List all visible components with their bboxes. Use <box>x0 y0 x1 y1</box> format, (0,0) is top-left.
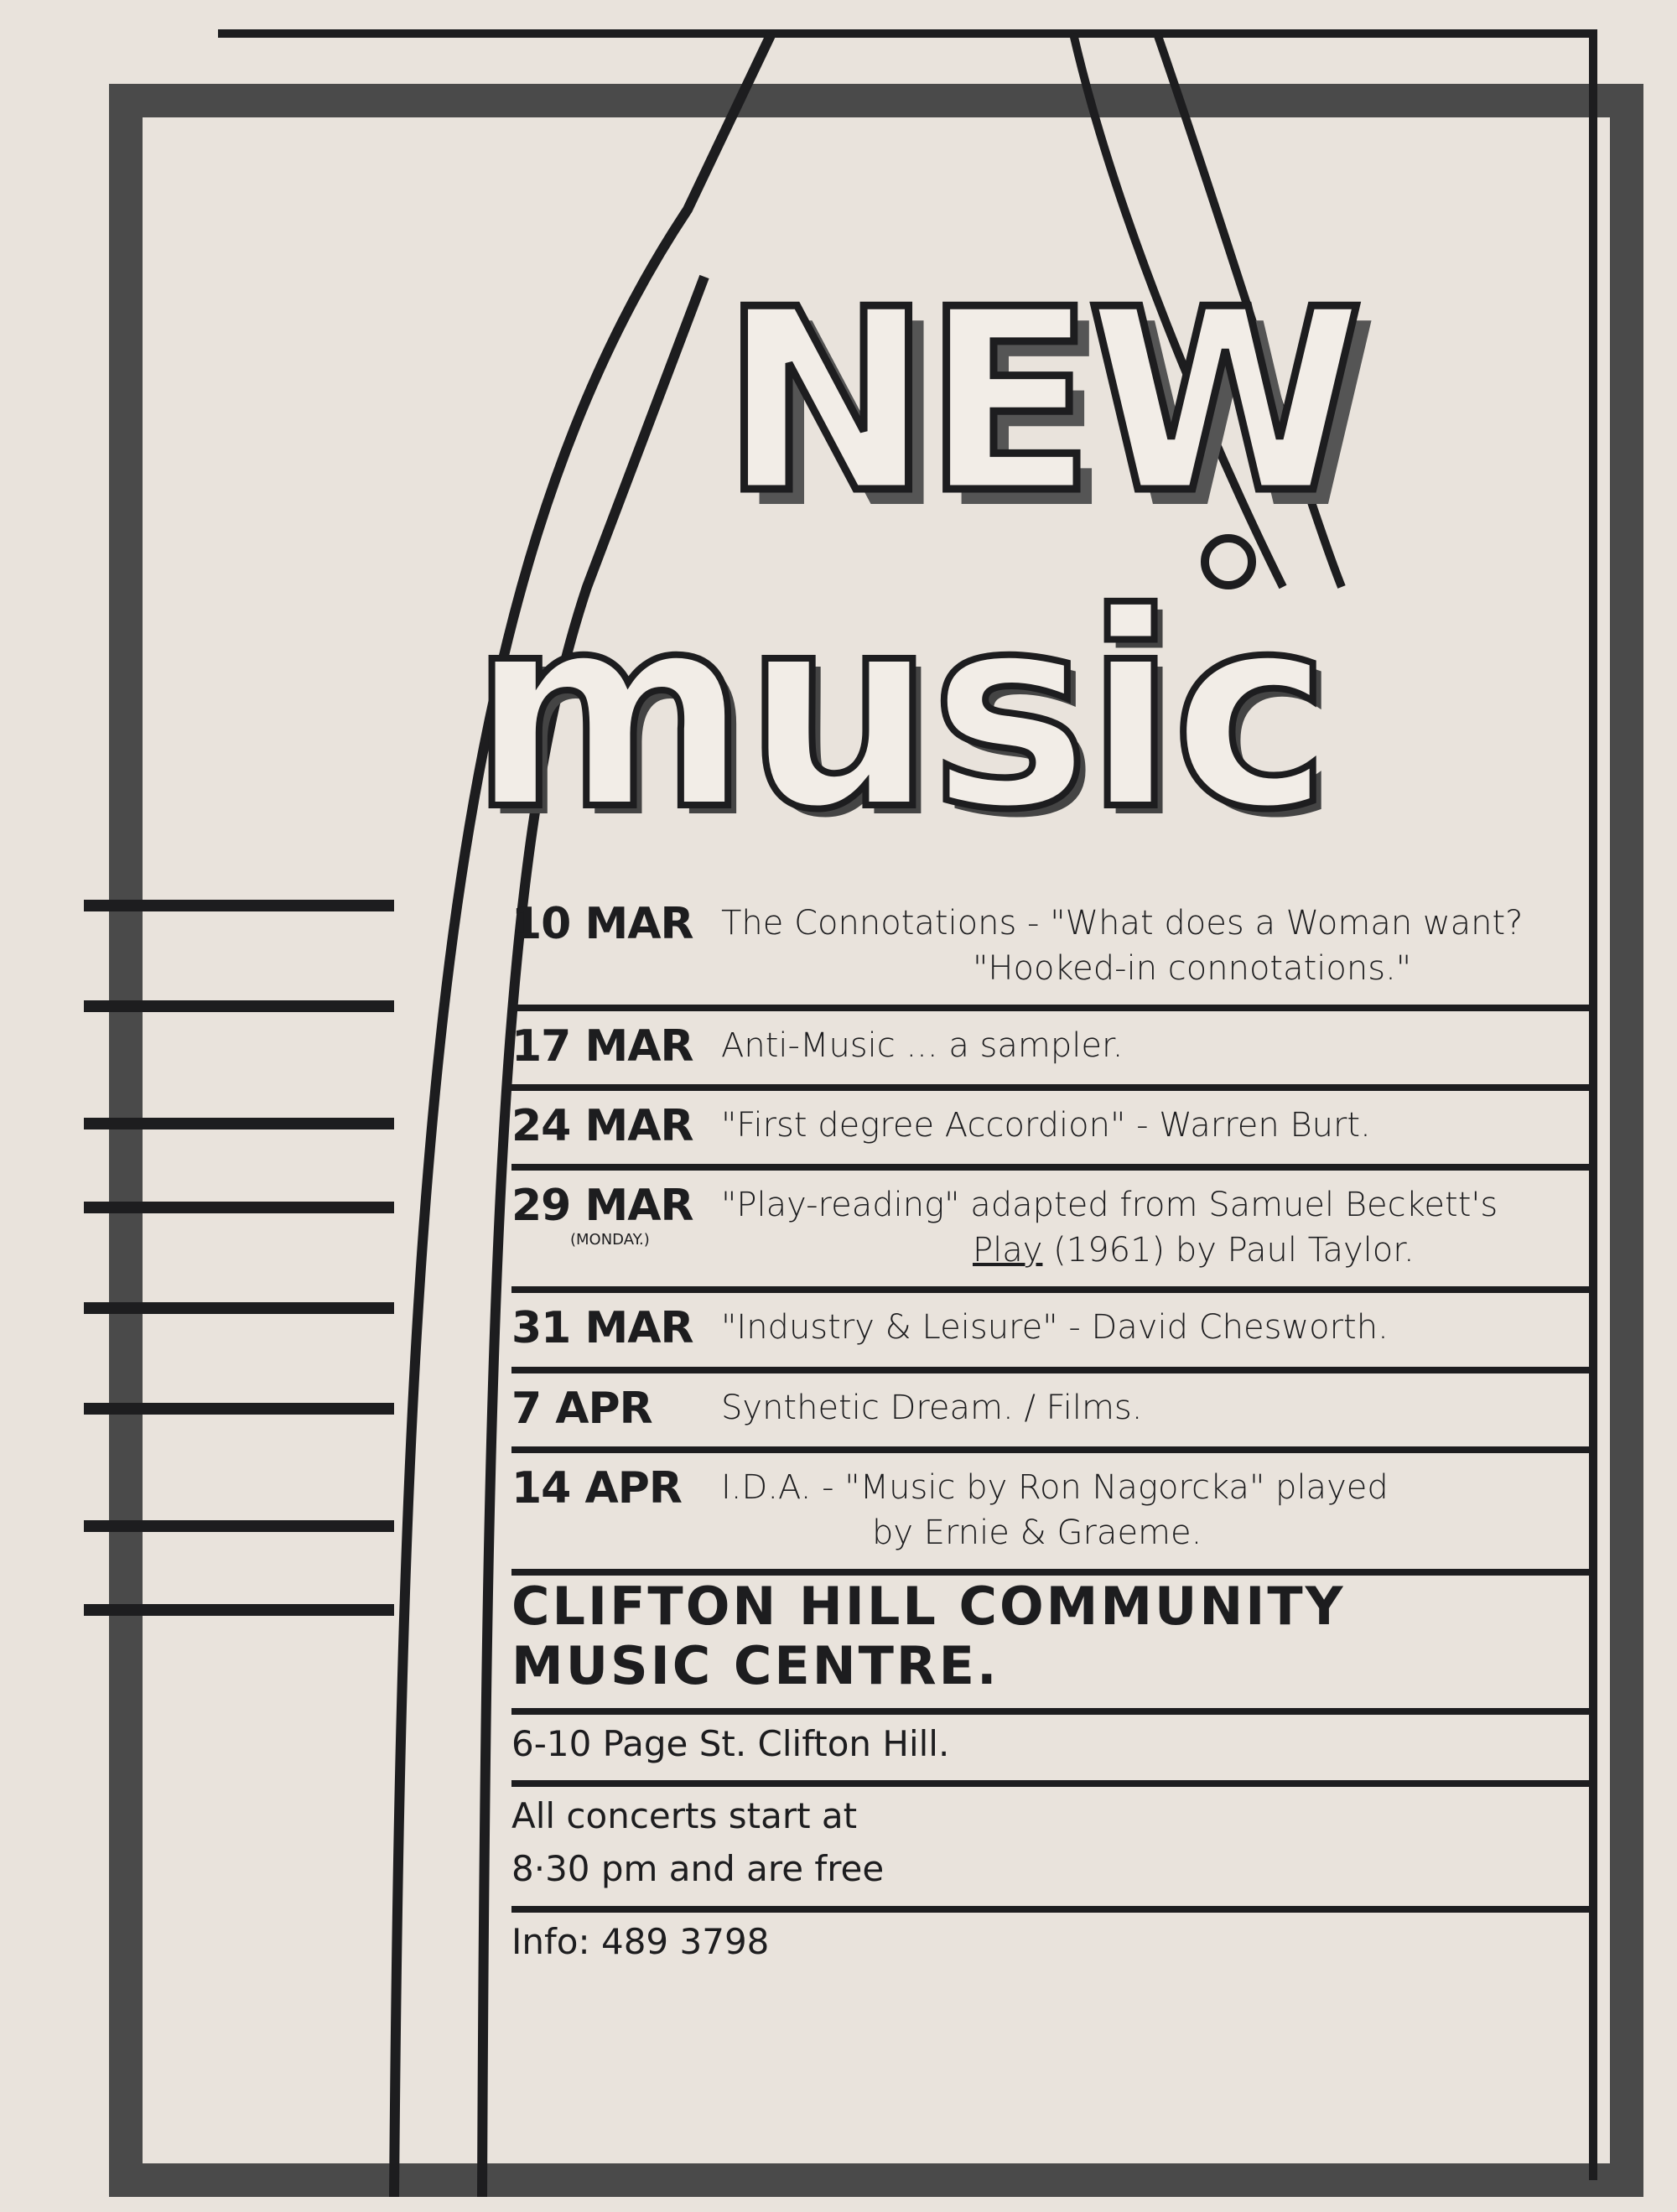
poster-title-new: NEW <box>718 256 1368 548</box>
poster-title-music: music <box>466 557 1334 869</box>
event-description: The Connotations - "What does a Woman wa… <box>721 904 1524 942</box>
event-date: 10 MAR <box>511 899 694 949</box>
ladder-rails <box>84 900 394 1616</box>
dot-decoration <box>1201 534 1256 589</box>
event-row: 7 APR Synthetic Dream. / Films. <box>511 1373 1593 1453</box>
frame-line <box>218 29 1597 2180</box>
event-description: "Industry & Leisure" - David Chesworth. <box>721 1308 1389 1347</box>
event-row: 29 MAR (MONDAY.) "Play-reading" adapted … <box>511 1171 1593 1294</box>
divider <box>511 1707 1593 1715</box>
event-row: 17 MAR Anti-Music ... a sampler. <box>511 1011 1593 1092</box>
event-row: 24 MAR "First degree Accordion" - Warren… <box>511 1091 1593 1171</box>
phone-info: Info: 489 3798 <box>511 1920 770 1962</box>
venue-block: CLIFTON HILL COMMUNITY MUSIC CENTRE. 6-1… <box>511 1576 1593 1967</box>
venue-address: 6-10 Page St. Clifton Hill. <box>511 1722 950 1764</box>
event-description: Synthetic Dream. / Films. <box>721 1388 1143 1427</box>
event-description: (1961) by Paul Taylor. <box>1053 1231 1415 1270</box>
event-date: 7 APR <box>511 1383 653 1434</box>
event-description: I.D.A. - "Music by Ron Nagorcka" played <box>721 1467 1389 1507</box>
event-date: 31 MAR <box>511 1303 694 1354</box>
event-row: 31 MAR "Industry & Leisure" - David Ches… <box>511 1293 1593 1373</box>
outer-frame <box>109 84 1643 2197</box>
event-date: 17 MAR <box>511 1021 694 1072</box>
arch-left <box>389 31 776 2198</box>
event-description: "First degree Accordion" - Warren Burt. <box>721 1106 1371 1145</box>
venue-name: MUSIC CENTRE. <box>511 1635 999 1697</box>
event-description: by Ernie & Graeme. <box>872 1513 1202 1552</box>
divider <box>511 1780 1593 1788</box>
event-date: 24 MAR <box>511 1101 694 1152</box>
event-description: "Hooked-in connotations." <box>973 949 1412 988</box>
concert-info: All concerts start at <box>511 1795 858 1837</box>
divider <box>511 1905 1593 1913</box>
concert-info: 8·30 pm and are free <box>511 1848 885 1890</box>
arch-left-inner <box>477 274 709 2198</box>
event-date: 29 MAR <box>511 1181 694 1232</box>
event-row: 14 APR I.D.A. - "Music by Ron Nagorcka" … <box>511 1453 1593 1576</box>
arch-right <box>1069 32 1287 589</box>
event-date: 14 APR <box>511 1462 683 1514</box>
arch-right-inner <box>1153 32 1346 589</box>
venue-name: CLIFTON HILL COMMUNITY <box>511 1576 1346 1637</box>
event-play-title: Play <box>973 1231 1043 1270</box>
event-note: (MONDAY.) <box>570 1230 650 1249</box>
event-description: Anti-Music ... a sampler. <box>721 1026 1124 1065</box>
event-list: 10 MAR The Connotations - "What does a W… <box>511 889 1593 1576</box>
event-description: "Play-reading" adapted from Samuel Becke… <box>721 1186 1498 1225</box>
event-row: 10 MAR The Connotations - "What does a W… <box>511 889 1593 1011</box>
